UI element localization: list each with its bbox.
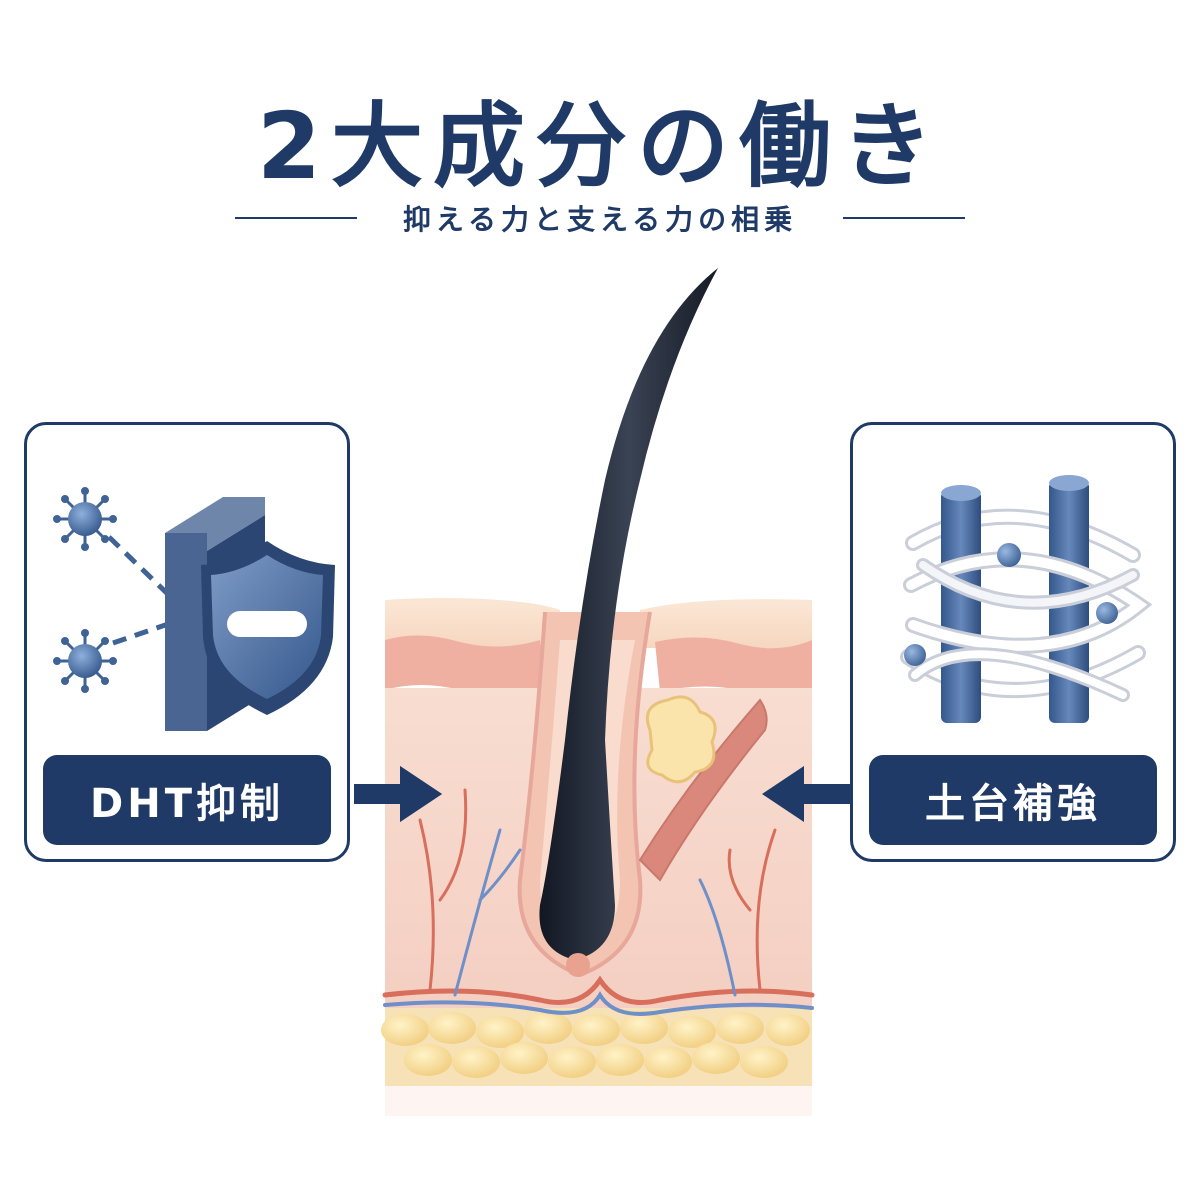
fiber-twist-icon	[900, 508, 1146, 698]
blood-vessel-icon	[382, 788, 815, 1016]
foundation-structure-graphic	[900, 475, 1153, 723]
subtitle-row: 抑える力と支える力の相乗	[0, 196, 1200, 240]
virus-icon	[53, 629, 117, 693]
molecule-dot-icon	[1096, 602, 1118, 624]
fiber-twist-icon	[903, 551, 1153, 702]
page-subtitle: 抑える力と支える力の相乗	[402, 203, 798, 236]
foundation-reinforce-label: 土台補強	[925, 781, 1101, 827]
dht-inhibition-panel: DHT抑制	[24, 422, 350, 862]
hair-shaft-icon	[539, 268, 718, 960]
arrow-left-icon	[762, 766, 850, 822]
subtitle-divider-right	[843, 217, 966, 219]
dht-inhibition-label: DHT抑制	[90, 781, 284, 827]
shield-minus-icon	[201, 541, 335, 715]
fat-layer-icon	[381, 1012, 810, 1078]
sebaceous-gland-icon	[645, 695, 717, 784]
pillar-icon	[941, 485, 981, 723]
dht-block-graphic	[53, 487, 335, 731]
virus-icon	[53, 487, 117, 551]
subtitle-divider-left	[234, 217, 357, 219]
molecule-dot-icon	[997, 543, 1021, 567]
arrow-right-icon	[354, 766, 442, 822]
molecule-dot-icon	[904, 644, 926, 666]
foundation-reinforce-label-box: 土台補強	[869, 755, 1157, 845]
dht-inhibition-label-box: DHT抑制	[43, 755, 331, 845]
foundation-reinforce-panel: 土台補強	[850, 422, 1176, 862]
page-title: 2大成分の働き	[256, 93, 943, 200]
